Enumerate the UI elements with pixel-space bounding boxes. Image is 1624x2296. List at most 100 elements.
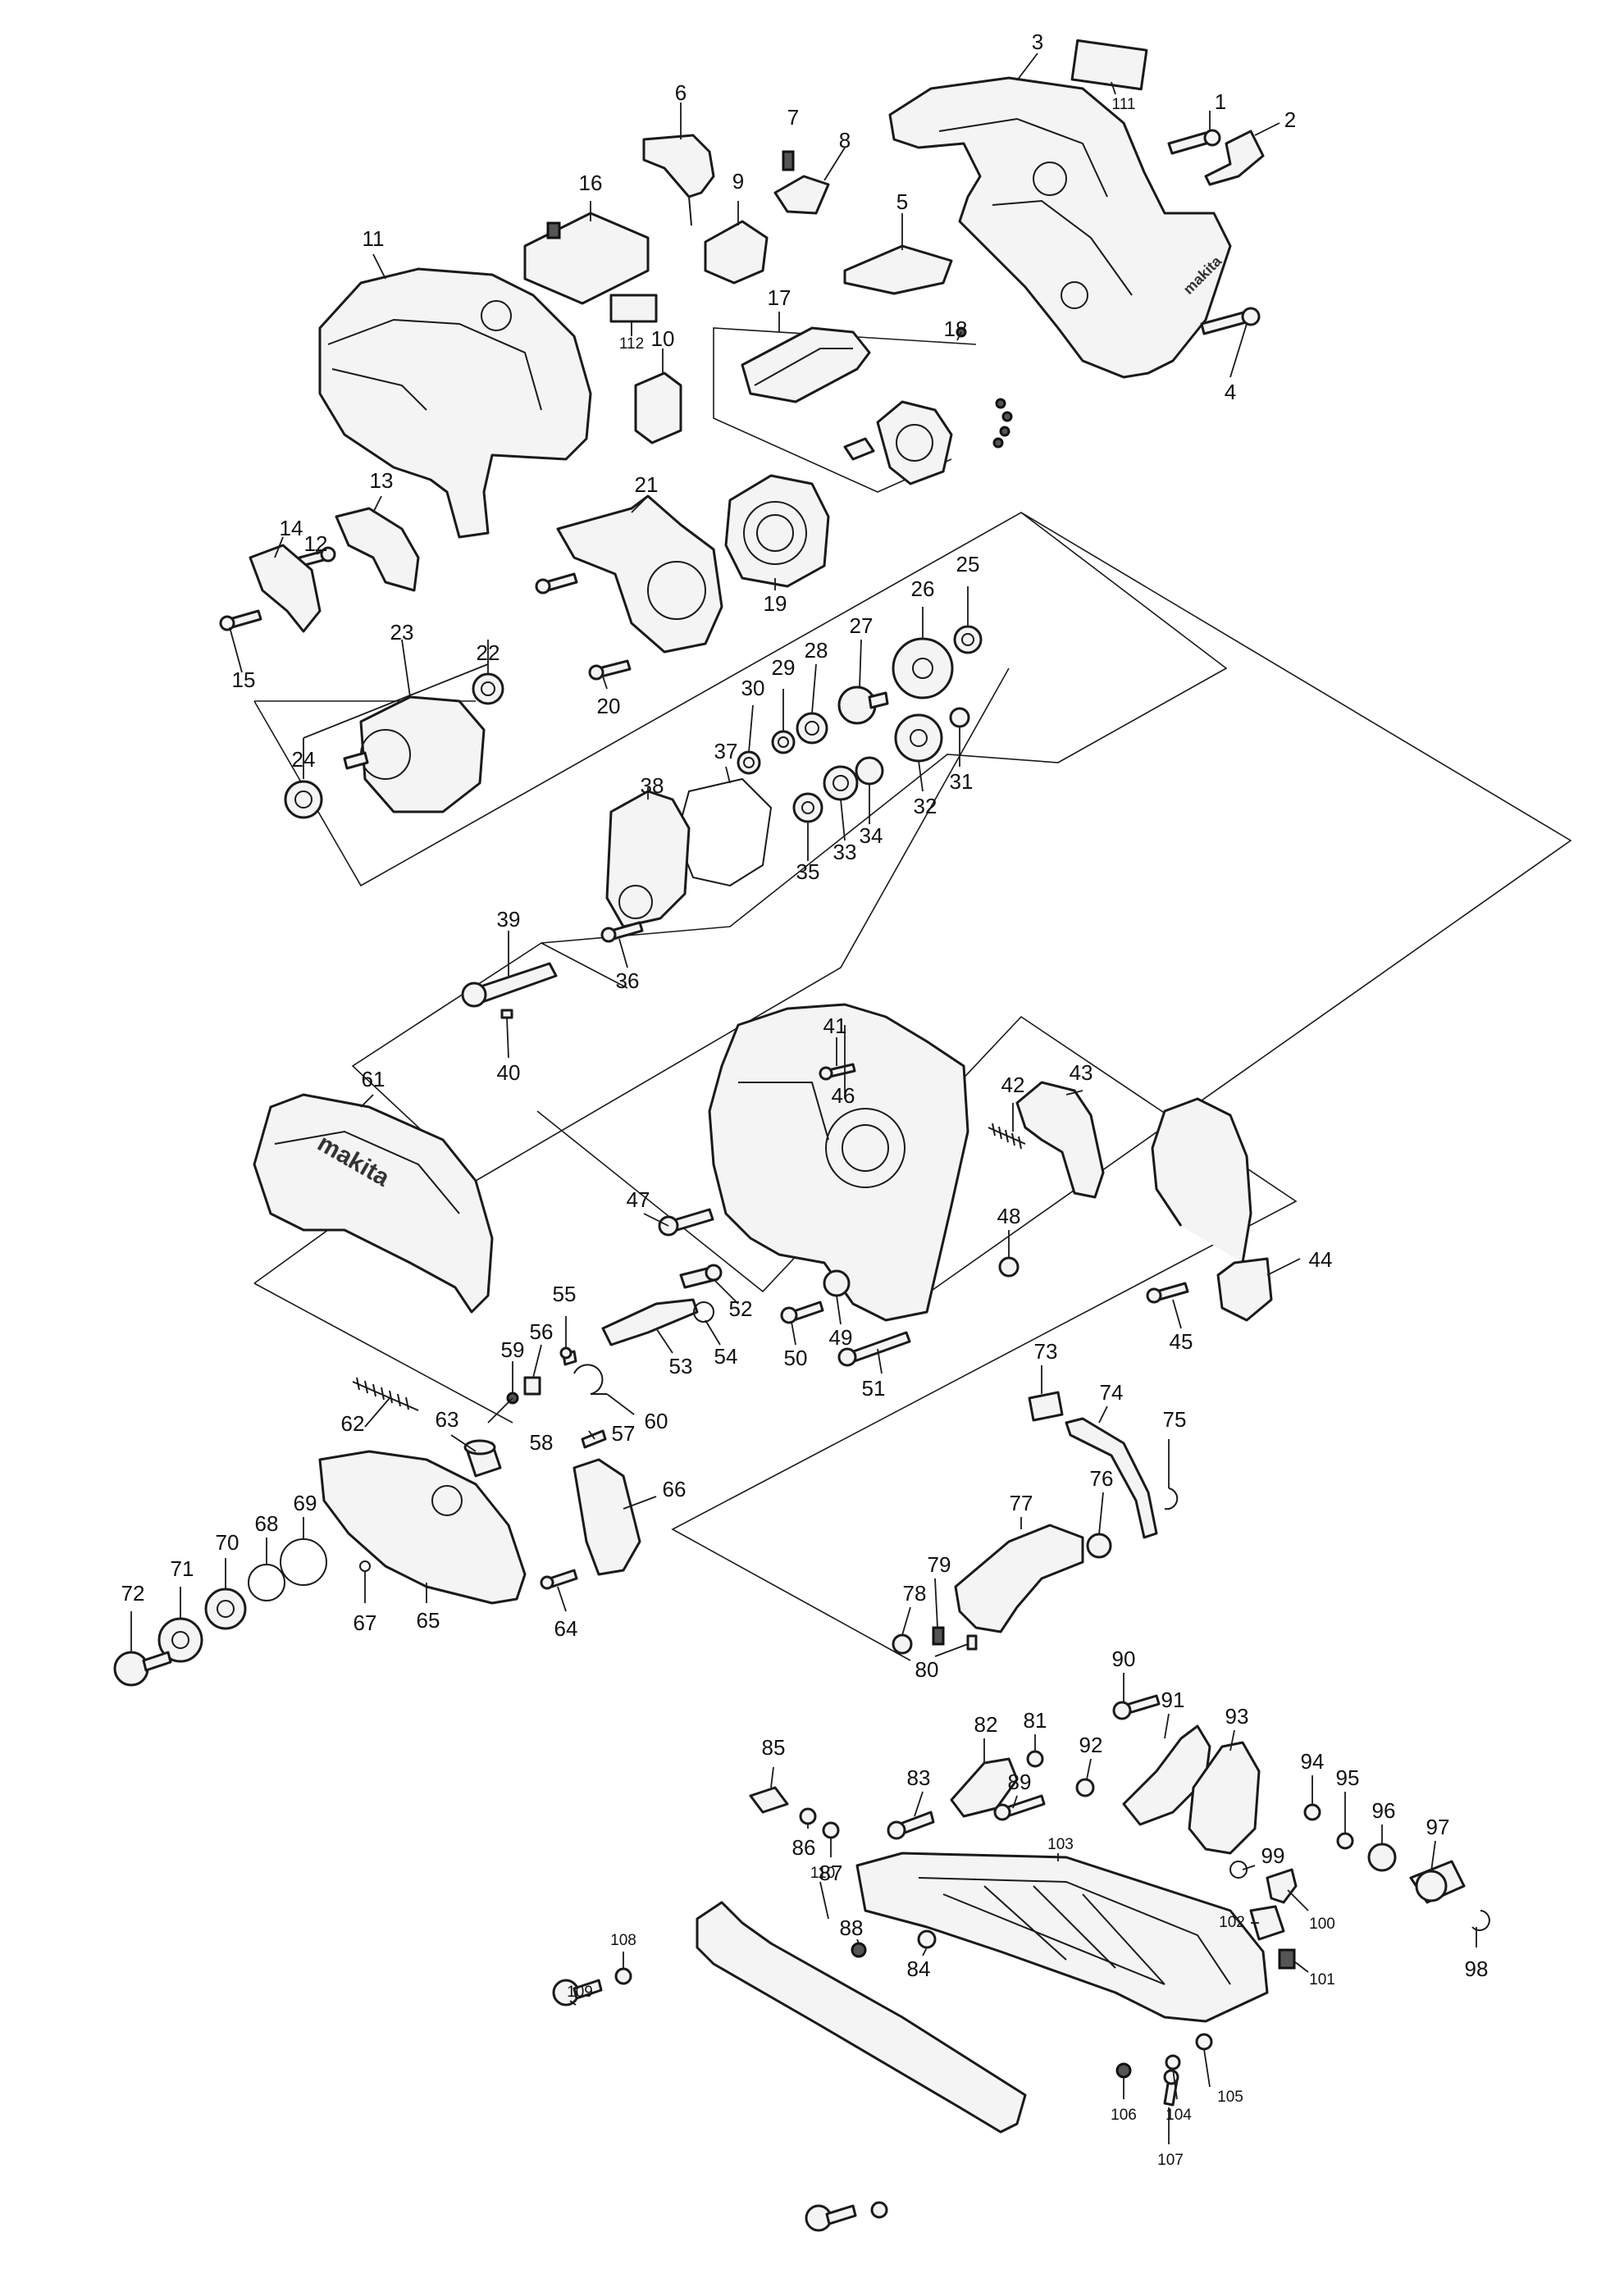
part-44-handle (1151, 1097, 1273, 1322)
callout-30: 30 (741, 676, 765, 700)
part-19-stator (724, 474, 830, 588)
part-37-gasket (675, 777, 773, 887)
part-46-gear-housing (708, 1003, 969, 1322)
callout-8: 8 (839, 128, 851, 153)
part-47-pin (658, 1208, 714, 1237)
part-77-bevel-lever (954, 1524, 1084, 1633)
part-54-spring (693, 1301, 714, 1323)
callout-82: 82 (974, 1712, 998, 1737)
callout-77: 77 (1010, 1491, 1033, 1515)
callout-111: 111 (1112, 96, 1136, 113)
part-110-rip-fence (696, 1901, 1027, 2134)
callout-109: 109 (567, 1984, 593, 2001)
callout-6: 6 (675, 80, 687, 105)
part-25-bearing (953, 625, 983, 654)
leader-lines (130, 52, 1477, 2144)
callout-97: 97 (1426, 1815, 1450, 1839)
part-43-lock-plate (1015, 1081, 1105, 1199)
part-102-catch (1249, 1905, 1285, 1941)
callout-101: 101 (1309, 1971, 1335, 1988)
callout-84: 84 (907, 1957, 931, 1981)
part-52-shaft (679, 1264, 723, 1289)
part-48-nut (998, 1256, 1020, 1278)
callout-13: 13 (370, 468, 394, 493)
callout-81: 81 (1024, 1708, 1047, 1733)
callout-32: 32 (914, 794, 937, 818)
callout-85: 85 (762, 1735, 786, 1760)
callout-29: 29 (772, 655, 796, 680)
callout-74: 74 (1100, 1380, 1124, 1405)
part-28-bearing (796, 712, 828, 745)
part-91-bevel-bracket (1122, 1724, 1211, 1826)
callout-73: 73 (1034, 1339, 1058, 1364)
callout-65: 65 (417, 1608, 440, 1633)
part-80-pin (966, 1634, 978, 1651)
callout-50: 50 (784, 1346, 808, 1370)
part-73-block (1028, 1391, 1064, 1422)
callout-20: 20 (597, 694, 621, 718)
part-27-gear-shaft (837, 686, 889, 725)
part-36-screw (600, 921, 644, 943)
part-53-lever (601, 1298, 699, 1346)
callout-44: 44 (1309, 1247, 1333, 1272)
part-95-washer (1336, 1832, 1354, 1850)
part-83-pin (887, 1811, 935, 1840)
callout-53: 53 (669, 1354, 693, 1378)
callout-35: 35 (796, 859, 820, 884)
part-56-plate (523, 1376, 541, 1396)
callout-80: 80 (915, 1657, 939, 1682)
callout-91: 91 (1161, 1688, 1185, 1712)
part-21-motor-bracket (556, 494, 723, 654)
callout-83: 83 (907, 1765, 931, 1790)
callout-31: 31 (950, 769, 974, 794)
part-33-bearing (823, 765, 859, 801)
part-40-key (500, 1009, 513, 1019)
callout-24: 24 (292, 747, 316, 772)
part-87-washer (822, 1821, 840, 1839)
callout-69: 69 (294, 1491, 317, 1515)
part-39-spindle (461, 962, 558, 1008)
part-76-bushing (1086, 1533, 1112, 1559)
callout-106: 106 (1111, 2107, 1137, 2124)
callout-103: 103 (1047, 1836, 1074, 1853)
part-81-nut (1026, 1750, 1044, 1768)
part-112-label (609, 294, 658, 323)
callout-61: 61 (362, 1067, 385, 1091)
part-96-sleeve (1367, 1843, 1397, 1872)
callout-95: 95 (1336, 1765, 1360, 1790)
assembly-group-lines (253, 327, 1572, 1661)
callout-94: 94 (1301, 1749, 1325, 1774)
callout-52: 52 (729, 1296, 753, 1321)
callout-100: 100 (1309, 1916, 1335, 1933)
callout-41: 41 (823, 1014, 847, 1038)
part-41-screw (819, 1063, 856, 1081)
callout-98: 98 (1465, 1957, 1489, 1981)
part-70-inner-flange (204, 1588, 247, 1630)
callout-99: 99 (1261, 1843, 1285, 1868)
callout-16: 16 (579, 171, 603, 195)
callout-4: 4 (1225, 380, 1236, 404)
part-18-screws (956, 326, 1013, 449)
callout-47: 47 (627, 1187, 650, 1212)
part-86-washer (799, 1807, 817, 1825)
callout-86: 86 (792, 1835, 816, 1860)
part-23-rotor (343, 695, 486, 813)
part-75-retaining-ring (1164, 1487, 1179, 1510)
callout-45: 45 (1170, 1329, 1193, 1354)
callout-87: 87 (819, 1861, 843, 1885)
callout-17: 17 (768, 285, 791, 310)
callout-79: 79 (928, 1552, 951, 1577)
part-55-screw (559, 1346, 577, 1366)
part-20-screw (588, 659, 632, 681)
part-93-bevel-plate (1188, 1741, 1261, 1855)
part-90-bolt (1112, 1694, 1161, 1720)
part-88-screw (851, 1942, 867, 1958)
part-17-wiring-assembly (741, 326, 871, 403)
callout-36: 36 (616, 968, 640, 993)
callout-70: 70 (216, 1530, 239, 1555)
part-45-screw (1146, 1282, 1189, 1304)
part-108-washer (614, 1967, 632, 1985)
callout-9: 9 (732, 169, 744, 194)
callout-72: 72 (121, 1581, 145, 1606)
